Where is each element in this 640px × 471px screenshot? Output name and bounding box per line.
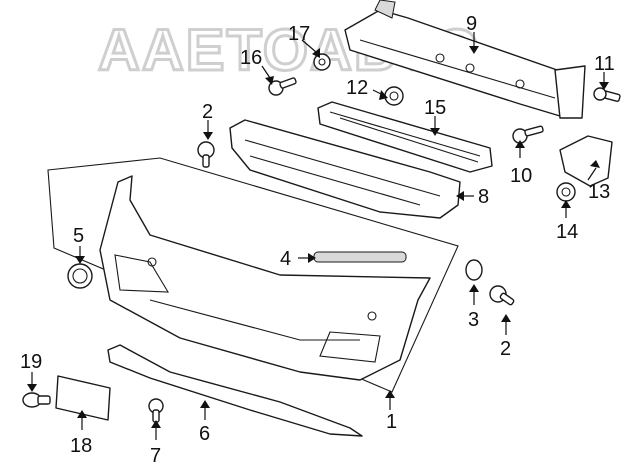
callout-9: 9: [466, 13, 477, 35]
bolt-16: [268, 77, 297, 96]
clip-17: [313, 53, 331, 71]
callout-19: 19: [20, 351, 42, 373]
energy-absorber: [229, 119, 461, 219]
nut-14: [556, 182, 576, 202]
leader-lines: [27, 32, 609, 440]
bolt-2-upper: [197, 141, 215, 168]
lower-deflector: [107, 344, 363, 437]
callout-2-lower: 2: [500, 338, 511, 360]
callout-17: 17: [288, 23, 310, 45]
callout-1: 1: [386, 411, 397, 433]
callout-13: 13: [588, 181, 610, 203]
callout-6: 6: [199, 423, 210, 445]
callout-8: 8: [478, 186, 489, 208]
rivet-19: [22, 392, 51, 408]
callout-7: 7: [150, 445, 161, 467]
callout-12: 12: [346, 77, 368, 99]
upper-absorber: [317, 101, 493, 173]
bumper-panel-outline: [47, 157, 459, 393]
callout-5: 5: [73, 225, 84, 247]
callout-11: 11: [594, 53, 615, 75]
callout-15: 15: [424, 97, 446, 119]
callout-4: 4: [280, 248, 291, 270]
nut-12: [384, 86, 404, 106]
side-bracket: [559, 135, 613, 187]
bumper-cover: [99, 175, 431, 381]
reinforcement-bar: [344, 0, 586, 119]
screw-7: [148, 398, 164, 423]
license-bracket: [55, 375, 111, 421]
bolt-10: [512, 125, 544, 144]
bolt-11: [593, 87, 621, 102]
bolt-2-lower: [489, 285, 515, 306]
callout-18: 18: [70, 435, 92, 457]
callout-3: 3: [468, 309, 479, 331]
callout-14: 14: [556, 221, 578, 243]
callout-2-upper: 2: [202, 101, 213, 123]
tow-hook-cover: [67, 263, 93, 289]
clip-3: [465, 259, 483, 281]
trim-strip: [313, 251, 407, 263]
callout-10: 10: [510, 165, 532, 187]
callout-16: 16: [240, 47, 262, 69]
